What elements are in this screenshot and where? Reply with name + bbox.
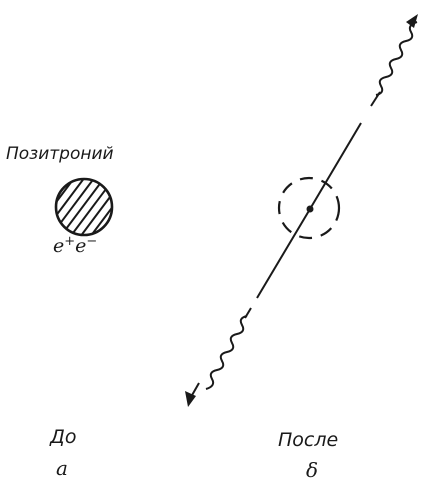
lower-photon xyxy=(191,209,310,397)
electron-symbol: e xyxy=(75,235,86,257)
positron-charge: + xyxy=(64,234,75,249)
after-caption: После xyxy=(278,431,338,450)
positronium-label: Позитроний xyxy=(6,146,114,163)
after-panel-letter: δ xyxy=(306,460,318,480)
upper-arrowhead xyxy=(406,14,418,28)
positron-symbol: e xyxy=(53,235,64,257)
before-caption: До xyxy=(50,428,76,447)
lower-arrowhead xyxy=(185,391,196,407)
before-panel-letter: a xyxy=(56,458,68,478)
electron-positron-label: e+e− xyxy=(53,237,97,256)
electron-charge: − xyxy=(86,234,97,249)
annihilation-point xyxy=(279,178,339,238)
upper-photon xyxy=(310,22,417,209)
